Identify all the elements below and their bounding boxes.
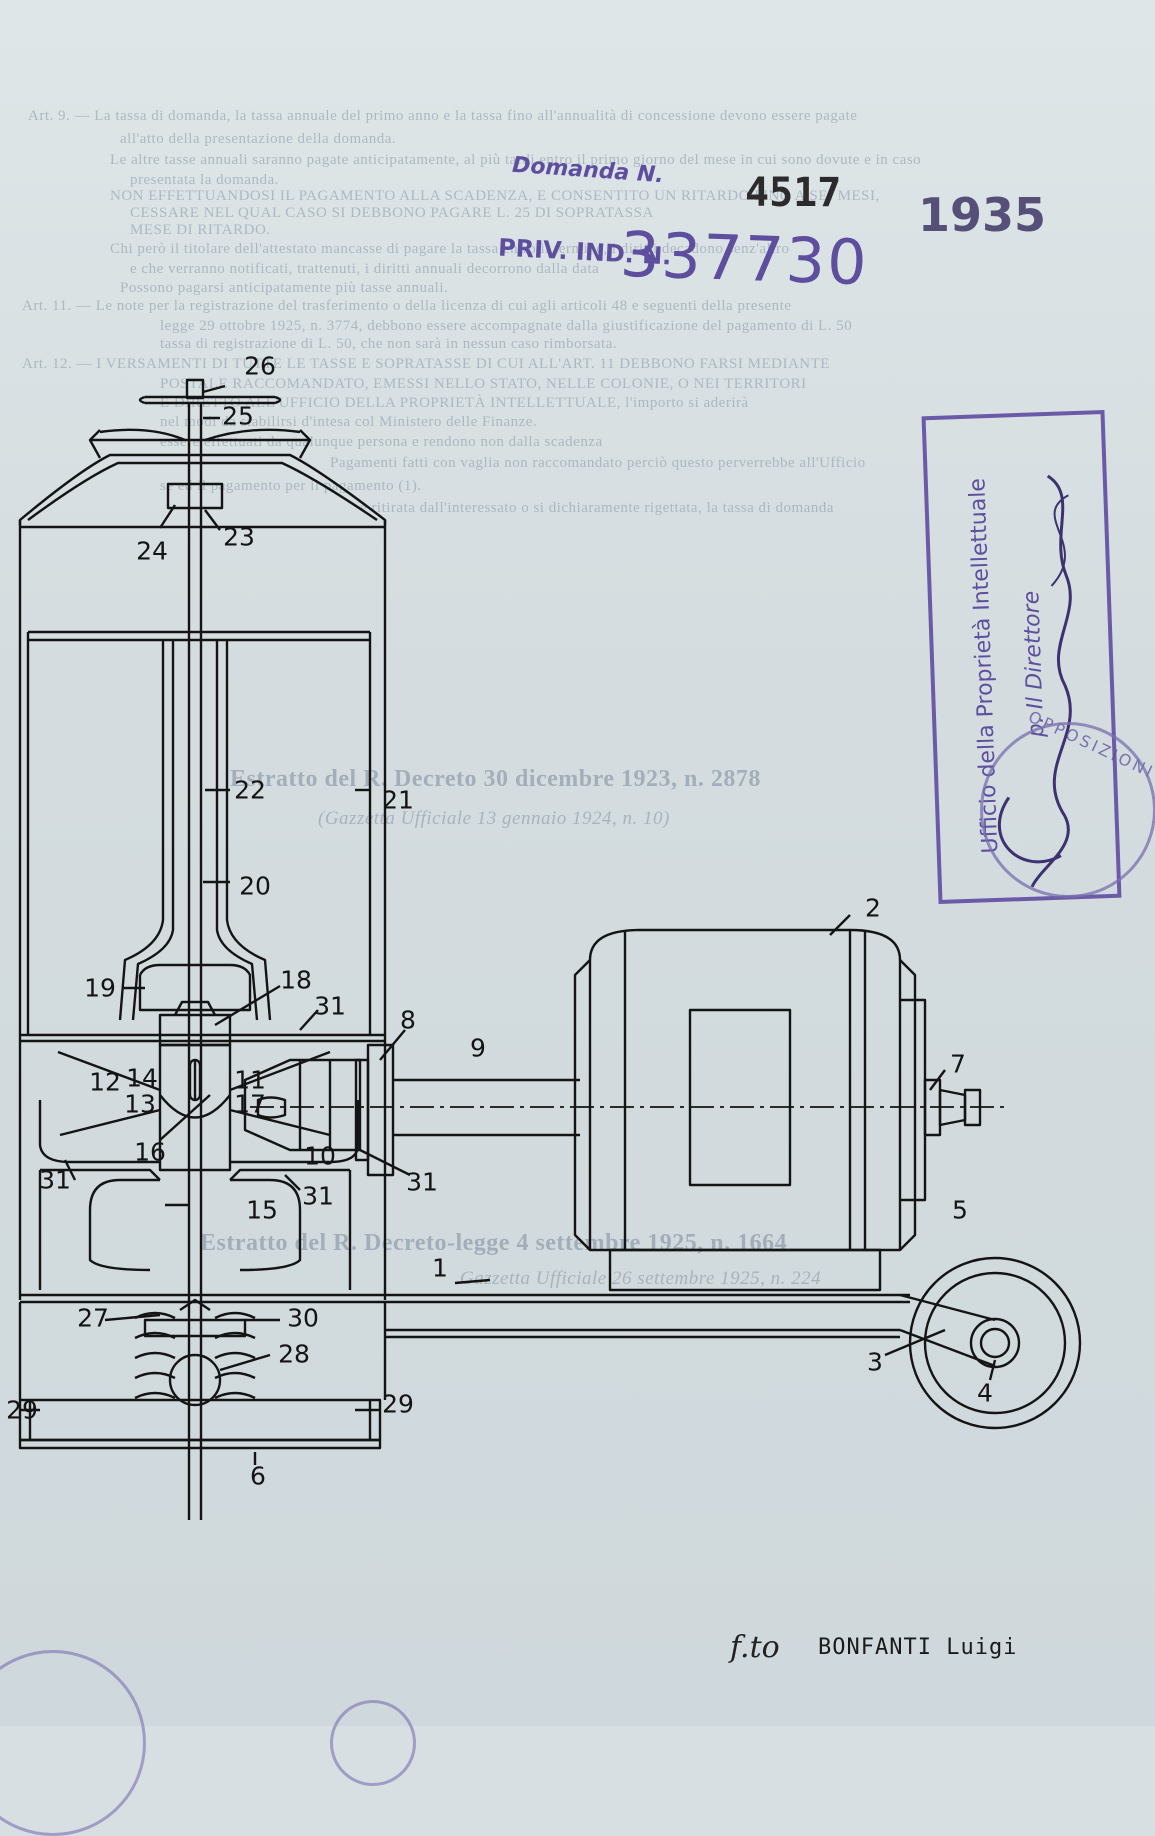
- bg-text-line: CESSARE NEL QUAL CASO SI DEBBONO PAGARE …: [130, 205, 654, 221]
- part-label: 31: [314, 991, 346, 1021]
- part-label: 22: [234, 775, 266, 805]
- bg-heading: Estratto del R. Decreto 30 dicembre 1923…: [230, 766, 761, 792]
- bg-text-line: Art. 11. — Le note per la registrazione …: [22, 298, 792, 314]
- part-label: 25: [222, 401, 254, 431]
- part-label: 7: [950, 1049, 966, 1079]
- part-label: 26: [244, 351, 276, 381]
- round-seal: OPPOSIZIONI: [980, 707, 1155, 898]
- bg-text-line: Possono pagarsi anticipatamente più tass…: [120, 280, 449, 296]
- part-label: 29: [382, 1389, 414, 1419]
- bg-heading: Estratto del R. Decreto-legge 4 settembr…: [200, 1230, 788, 1256]
- part-label: 16: [134, 1137, 166, 1167]
- part-label: 15: [246, 1195, 278, 1225]
- part-label: 20: [239, 871, 271, 901]
- part-label: 31: [39, 1165, 71, 1195]
- part-label: 9: [470, 1033, 486, 1063]
- bg-text-line: MESE DI RITARDO.: [130, 222, 271, 238]
- part-label: 8: [400, 1005, 416, 1035]
- bg-text-line: e che verranno notificati, trattenuti, i…: [130, 261, 600, 277]
- bg-text-line: presentata la domanda.: [130, 172, 279, 188]
- part-label: 14: [126, 1063, 158, 1093]
- machine-drawing: [18, 378, 1082, 1520]
- part-label: 30: [287, 1303, 319, 1333]
- bg-text-line: essere effettuati da qualunque persona e…: [160, 434, 603, 450]
- part-label: 24: [136, 536, 168, 566]
- bg-text-line: è ritirata dall'interessato o si dichiar…: [360, 500, 834, 516]
- bg-text-line: POSTALE RACCOMANDATO, EMESSI NELLO STATO…: [160, 376, 807, 392]
- domanda-number: 4517: [745, 170, 842, 216]
- part-label: 19: [84, 973, 116, 1003]
- year-stamp: 1935: [918, 188, 1047, 242]
- bg-text-line: Art. 9. — La tassa di domanda, la tassa …: [28, 108, 858, 124]
- bg-text-line: Pagamenti fatti con vaglia non raccomand…: [330, 455, 866, 471]
- bg-text-line: Art. 12. — I VERSAMENTI DI TUTTE LE TASS…: [22, 356, 830, 372]
- bg-subheading: Gazzetta Ufficiale 26 settembre 1925, n.…: [460, 1268, 822, 1289]
- bg-text-line: se ed il pagamento per il pagamento (1).: [160, 478, 422, 494]
- part-label: 29: [6, 1395, 38, 1425]
- part-label: 28: [278, 1339, 310, 1369]
- part-label: 27: [77, 1303, 109, 1333]
- part-label: 4: [977, 1378, 993, 1408]
- part-label: 23: [223, 522, 255, 552]
- part-label: 31: [406, 1167, 438, 1197]
- partial-stamp-bottom-center: [330, 1700, 416, 1786]
- part-label: 6: [250, 1461, 266, 1491]
- part-label: 21: [382, 785, 414, 815]
- bg-subheading: (Gazzetta Ufficiale 13 gennaio 1924, n. …: [318, 808, 670, 829]
- part-label: 18: [280, 965, 312, 995]
- bg-text-line: E DIRETTO ALL'UFFICIO DELLA PROPRIETÀ IN…: [160, 395, 749, 411]
- part-label: 13: [124, 1089, 156, 1119]
- part-label: 3: [867, 1347, 883, 1377]
- part-label: 1: [432, 1253, 448, 1283]
- part-label: 12: [89, 1067, 121, 1097]
- part-label: 2: [865, 893, 881, 923]
- inventor-name: BONFANTI Luigi: [818, 1635, 1018, 1660]
- part-label: 11: [234, 1065, 266, 1095]
- bg-text-line: tassa di registrazione di L. 50, che non…: [160, 336, 618, 352]
- part-label: 10: [304, 1141, 336, 1171]
- signature-initials: f.to: [730, 1630, 780, 1665]
- part-label: 5: [952, 1195, 968, 1225]
- bg-text-line: NON EFFETTUANDOSI IL PAGAMENTO ALLA SCAD…: [110, 188, 880, 204]
- bg-text-line: legge 29 ottobre 1925, n. 3774, debbono …: [160, 318, 853, 334]
- part-label: 17: [234, 1089, 266, 1119]
- bg-text-line: Le altre tasse annuali saranno pagate an…: [110, 152, 922, 168]
- bg-text-line: all'atto della presentazione della doman…: [120, 131, 397, 147]
- bg-text-line: nel modi da stabilirsi d'intesa col Mini…: [160, 414, 538, 430]
- bg-text-line: Chi però il titolare dell'attestato manc…: [110, 241, 790, 257]
- part-label: 31: [302, 1181, 334, 1211]
